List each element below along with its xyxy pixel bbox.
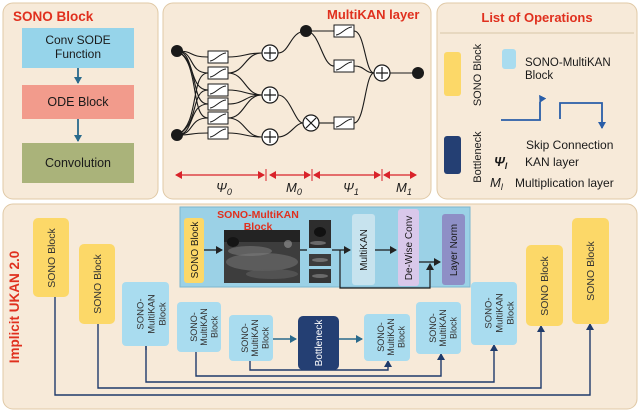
legend-bottleneck-label: Bottleneck	[472, 131, 484, 183]
kan-edge	[277, 122, 304, 138]
multikan-network: Ψ0 M0 Ψ1 M1	[171, 24, 424, 197]
ukan-panel: Implicit UKAN 2.0 SONO Block SONO Block …	[2, 203, 638, 410]
encoder-sono-multikan-block-1-label: SONO-MultiKANBlock	[135, 294, 168, 334]
inset-layer-norm-block	[442, 214, 465, 285]
skip-connection-outer	[54, 297, 594, 396]
kan-edge	[227, 52, 263, 74]
layer-span-label: Ψ1	[343, 180, 359, 197]
kan-edge	[277, 94, 304, 124]
legend-kan-layer-label: KAN layer	[525, 155, 579, 169]
decoder-sono-multikan-block-1-label: SONO-MultiKANBlock	[376, 318, 407, 356]
operations-panel: List of Operations SONO Block SONO-Multi…	[436, 2, 638, 200]
legend-skip-connection-icon	[501, 100, 541, 121]
kan-edge	[227, 132, 263, 138]
legend-sono-multikan-swatch	[502, 49, 516, 69]
operations-panel-title: List of Operations	[481, 10, 592, 25]
kan-edge	[227, 94, 263, 119]
kan-edge	[305, 30, 335, 67]
inset-layer-norm-label: Layer Norm	[449, 224, 460, 276]
decoder-sono-block-2-label: SONO Block	[585, 240, 597, 300]
encoder-sono-multikan-block-1	[122, 282, 169, 346]
inset-multikan-label: MultiKAN	[359, 229, 370, 271]
decoder-sono-block-1	[526, 245, 563, 326]
skip-connection-3	[145, 344, 498, 383]
encoder-sono-block-1-label: SONO Block	[46, 227, 58, 287]
legend-sono-block-swatch	[444, 52, 461, 96]
legend-kan-layer-symbol: Ψl	[494, 154, 508, 171]
encoder-sono-multikan-block-3-label: SONO-MultiKANBlock	[240, 319, 271, 357]
skip-connection-4	[195, 351, 445, 377]
ode-block-label: ODE Block	[47, 95, 109, 109]
encoder-sono-multikan-block-2-label: SONO-MultiKANBlock	[189, 308, 220, 346]
layer-span-label: M0	[286, 180, 302, 197]
output-node	[412, 67, 424, 79]
inset-sono-block-label: SONO Block	[190, 221, 201, 279]
kan-edge	[353, 30, 375, 74]
bottleneck-block	[298, 316, 339, 370]
ultrasound-image	[224, 230, 300, 283]
encoder-sono-block-1	[33, 218, 69, 297]
encoder-sono-block-2-label: SONO Block	[92, 253, 104, 313]
input-node	[171, 45, 183, 57]
legend-mult-layer-symbol: Ml	[490, 175, 504, 192]
kan-edge	[353, 72, 375, 124]
inset-dewise-conv-label: De-Wise Conv	[404, 216, 415, 280]
ukan-panel-title: Implicit UKAN 2.0	[7, 251, 22, 364]
ode-block-box	[22, 85, 134, 119]
encoder-sono-multikan-block-2	[177, 302, 221, 352]
decoder-sono-multikan-block-3	[471, 282, 517, 345]
decoder-sono-block-1-label: SONO Block	[539, 255, 551, 315]
skip-connection-2	[97, 324, 545, 389]
legend-sono-block-label: SONO Block	[472, 43, 484, 106]
bottleneck-label: Bottleneck	[314, 319, 325, 367]
decoder-sono-multikan-block-1	[364, 314, 410, 361]
legend-skip-connection-label: Skip Connection	[526, 138, 613, 152]
convolution-label: Convolution	[45, 156, 111, 170]
encoder-sono-multikan-block-3	[229, 315, 273, 361]
encoder-sono-block-2	[79, 244, 115, 324]
sono-block-panel-title: SONO Block	[13, 9, 94, 24]
input-node	[171, 129, 183, 141]
decoder-sono-multikan-block-2	[416, 302, 461, 354]
kan-edge	[227, 72, 263, 96]
layer-span-label: Ψ0	[216, 180, 232, 197]
legend-mult-layer-label: Multiplication layer	[515, 176, 614, 190]
legend-skip-connection-icon-2	[559, 102, 606, 129]
multikan-panel: MultiKAN layer Ψ0 M0 Ψ1 M1	[162, 2, 432, 200]
multikan-panel-title: MultiKAN layer	[327, 7, 419, 22]
inset-sono-block	[184, 218, 204, 283]
kan-edge	[353, 65, 375, 74]
kan-edge	[176, 89, 209, 136]
decoder-sono-multikan-block-2-label: SONO-MultiKANBlock	[428, 309, 459, 347]
inset-dewise-conv-block	[398, 209, 419, 286]
kan-edge	[176, 50, 209, 119]
convolution-box	[22, 143, 134, 183]
inset-multikan-block	[352, 214, 375, 285]
legend-bottleneck-swatch	[444, 136, 461, 174]
feature-patches	[309, 220, 331, 283]
conv-sode-box	[22, 28, 134, 68]
decoder-sono-block-2	[572, 218, 609, 324]
layer-span-label: M1	[396, 180, 412, 197]
decoder-sono-multikan-block-3-label: SONO-MultiKANBlock	[483, 293, 516, 333]
